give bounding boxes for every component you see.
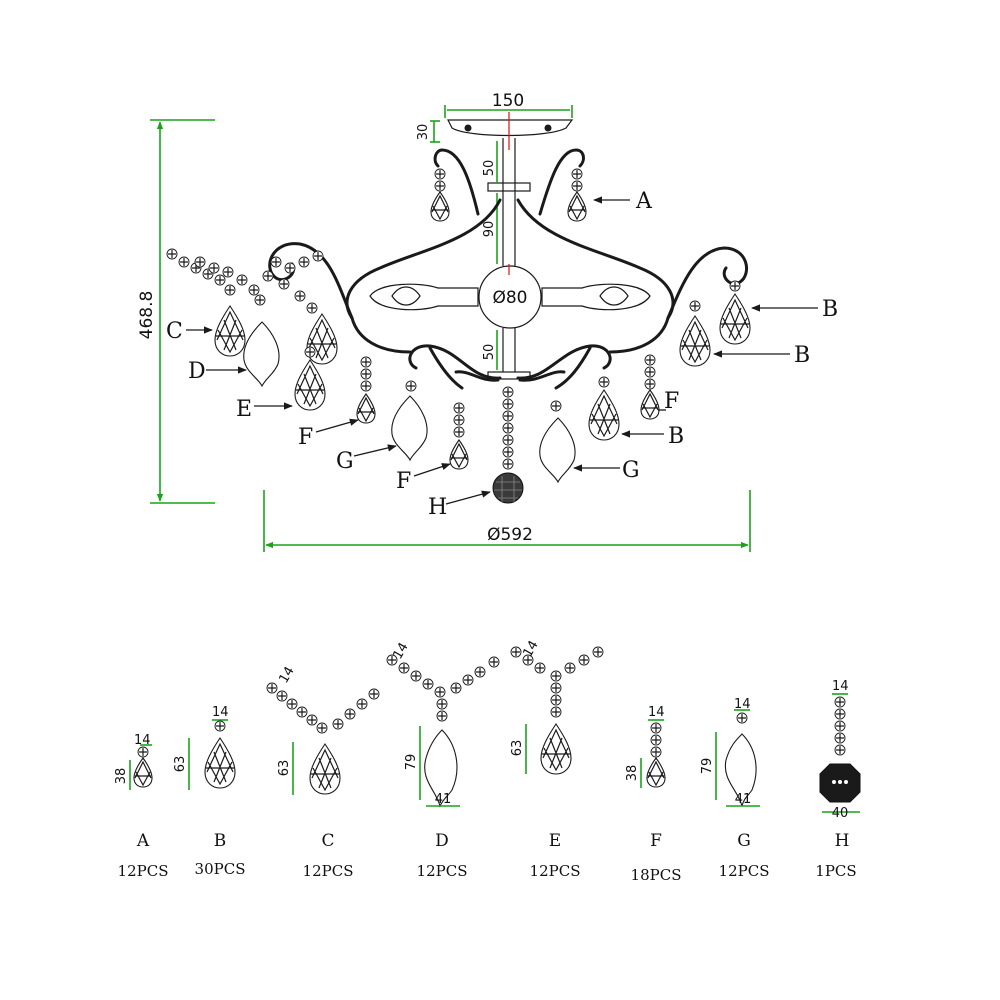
callout-letters: A B B B C D E F F F G G H [166,189,838,520]
callout-b-2: B [794,343,810,368]
part-e-dim-1: 14 [520,638,541,660]
callout-leaders [186,196,818,505]
part-b-dim-1: 14 [212,705,229,720]
callout-a: A [635,189,653,214]
part-g-dim-3: 41 [735,792,752,807]
part-d-letter: D [435,831,449,851]
callout-h: H [428,495,447,520]
canopy: 150 30 [416,91,574,150]
parts-legend: 14 38 A 12PCS 14 63 B 30PCS 14 [114,638,861,884]
canopy-width-label: 150 [492,91,524,111]
part-g: 14 79 41 G 12PCS [700,697,769,880]
center-ball [478,265,542,329]
stem-middle-label: 90 [482,221,497,238]
callout-b-1: B [822,297,838,322]
part-f-letter: F [650,831,662,851]
part-c: 14 63 C 12PCS [266,664,380,880]
part-a-letter: A [136,831,150,851]
frame [268,148,749,390]
stem-top-label: 50 [482,160,497,177]
part-h-dim-1: 14 [832,679,849,694]
crystal-ball [492,472,524,504]
part-h-letter: H [835,831,850,851]
stem-bottom-label: 50 [482,344,497,361]
callout-e: E [236,397,252,422]
callout-d: D [188,359,206,384]
diameter-label: Ø592 [487,525,533,545]
part-b-qty: 30PCS [195,860,246,878]
part-c-dim-2: 63 [277,760,292,777]
part-a-dim-1: 14 [134,733,151,748]
height-label: 468.8 [137,291,157,340]
part-d-dim-2: 79 [404,754,419,771]
part-e: 14 63 E 12PCS [510,638,604,880]
part-a-qty: 12PCS [118,862,169,880]
part-d-qty: 12PCS [417,862,468,880]
part-d-dim-3: 41 [435,792,452,807]
part-b: 14 63 B 30PCS [173,705,245,878]
part-d: 14 79 41 D 12PCS [386,640,500,880]
part-g-dim-1: 14 [734,697,751,712]
part-h: 14 40 H 1PCS [815,679,861,880]
part-f: 14 38 F 18PCS [625,705,681,884]
callout-g-2: G [622,458,640,483]
part-h-dim-2: 40 [832,806,849,821]
callout-b-3: B [668,424,684,449]
part-f-dim-1: 14 [648,705,665,720]
part-c-dim-1: 14 [276,664,297,686]
part-a-dim-2: 38 [114,768,129,785]
canopy-height-label: 30 [416,124,431,141]
part-h-qty: 1PCS [815,862,856,880]
part-b-dim-2: 63 [173,756,188,773]
part-f-qty: 18PCS [631,866,682,884]
part-e-dim-2: 63 [510,740,525,757]
central-stem: 50 90 Ø80 50 [478,138,542,380]
part-f-dim-2: 38 [625,765,640,782]
part-c-letter: C [321,831,334,851]
part-g-qty: 12PCS [719,862,770,880]
part-g-dim-2: 79 [700,758,715,775]
pendants [166,168,751,504]
callout-f-2: F [396,469,411,494]
part-g-letter: G [737,831,751,851]
diameter-dimension: Ø592 [263,490,751,552]
height-dimension: 468.8 [137,119,215,504]
part-e-qty: 12PCS [530,862,581,880]
part-d-dim-1: 14 [390,640,411,662]
part-b-letter: B [214,831,227,851]
callout-g-1: G [336,449,354,474]
part-a: 14 38 A 12PCS [114,733,168,880]
center-ball-label: Ø80 [492,288,527,308]
callout-f-1: F [298,425,313,450]
callout-c: C [166,319,183,344]
part-c-qty: 12PCS [303,862,354,880]
part-e-letter: E [549,831,561,851]
candle-arms [369,283,651,311]
callout-f-3: F [664,389,679,414]
